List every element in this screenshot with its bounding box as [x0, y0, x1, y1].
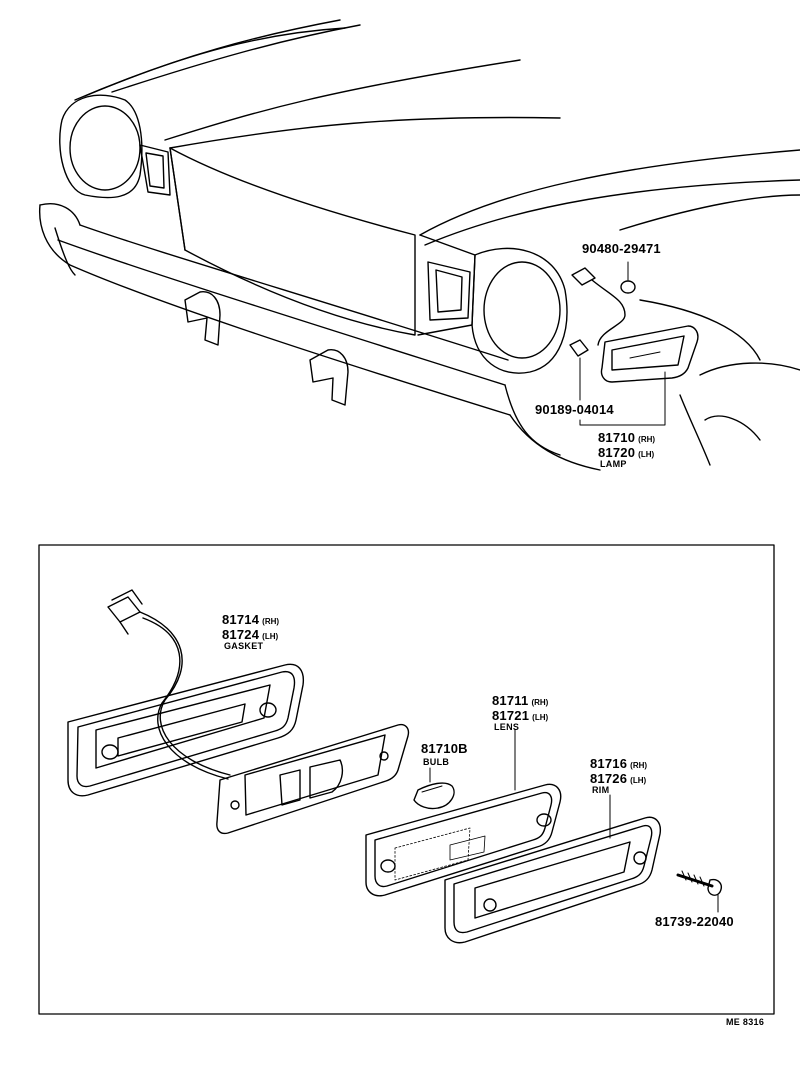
- car-front-illustration: [38, 19, 800, 471]
- lens-name: LENS: [494, 722, 520, 732]
- rim-rh-label: 81716(RH): [590, 756, 647, 772]
- detail-frame: [38, 544, 775, 1015]
- lens-lh-part-number: 81721: [492, 708, 530, 723]
- lamp-lh-label: 81720(LH): [598, 445, 654, 461]
- rim-lh-label: 81726(LH): [590, 771, 646, 787]
- wire-part-number: 90480-29471: [582, 241, 661, 256]
- gasket-name: GASKET: [224, 641, 264, 651]
- lens-rh-label: 81711(RH): [492, 693, 548, 709]
- lens-lh-side: (LH): [532, 713, 549, 722]
- gasket-lh-part-number: 81724: [222, 627, 260, 642]
- gasket-lh-side: (LH): [262, 632, 279, 641]
- screw-part-number: 81739-22040: [655, 914, 734, 929]
- rim-rh-part-number: 81716: [590, 756, 628, 771]
- figure-code: ME 8316: [726, 1017, 765, 1027]
- rim-name: RIM: [592, 785, 610, 795]
- lamp-rh-side: (RH): [638, 435, 656, 444]
- socket-part-number: 90189-04014: [535, 402, 614, 417]
- rim-rh-side: (RH): [630, 761, 648, 770]
- gasket-rh-side: (RH): [262, 617, 280, 626]
- lamp-name: LAMP: [600, 459, 627, 469]
- lens-rh-side: (RH): [531, 698, 549, 707]
- bulb-part-number: 81710B: [421, 741, 468, 756]
- lens-lh-label: 81721(LH): [492, 708, 548, 724]
- lamp-lh-part-number: 81720: [598, 445, 636, 460]
- gasket-rh-label: 81714(RH): [222, 612, 279, 628]
- rim-lh-part-number: 81726: [590, 771, 628, 786]
- lamp-rh-part-number: 81710: [598, 430, 636, 445]
- gasket-lh-label: 81724(LH): [222, 627, 278, 643]
- bulb-name: BULB: [423, 757, 450, 767]
- lamp-lh-side: (LH): [638, 450, 655, 459]
- exploded-lamp-illustration: [67, 589, 722, 944]
- rim-lh-side: (LH): [630, 776, 647, 785]
- lamp-rh-label: 81710(RH): [598, 430, 655, 446]
- lens-rh-part-number: 81711: [492, 693, 529, 708]
- gasket-rh-part-number: 81714: [222, 612, 260, 627]
